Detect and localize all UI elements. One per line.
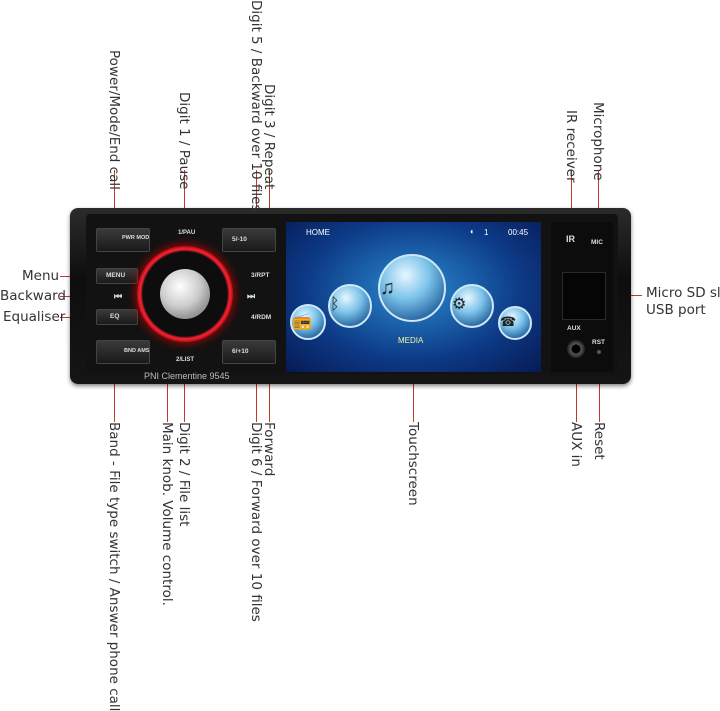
label-aux-in: AUX in bbox=[568, 422, 584, 467]
label-usb-port: USB port bbox=[646, 302, 706, 318]
label-micro-sd: Micro SD slot bbox=[646, 285, 720, 301]
media-label: MEDIA bbox=[398, 336, 424, 345]
digit5-button[interactable] bbox=[222, 228, 276, 252]
digit2-label: 2/LIST bbox=[176, 357, 195, 363]
label-reset: Reset bbox=[591, 422, 607, 460]
leader-digit5 bbox=[256, 170, 257, 232]
label-digit3: Digit 3 / Repeat bbox=[261, 84, 277, 190]
label-touchscreen: Touchscreen bbox=[405, 422, 421, 506]
label-main-knob: Main knob. Volume control. bbox=[159, 422, 175, 606]
label-forward: Forward bbox=[261, 422, 277, 477]
brightness-value: 1 bbox=[484, 228, 489, 237]
leader-power bbox=[114, 170, 115, 232]
label-ir-receiver: IR receiver bbox=[563, 110, 579, 183]
digit6-label: 6/+10 bbox=[232, 348, 249, 355]
settings-app-icon[interactable]: ⚙ bbox=[450, 284, 494, 328]
brightness-icon: ◐ bbox=[470, 227, 475, 236]
eq-label: EQ bbox=[110, 313, 120, 320]
radio-app-icon[interactable]: 📻 bbox=[290, 304, 326, 340]
label-menu: Menu bbox=[22, 268, 60, 284]
leader-digit2 bbox=[184, 362, 185, 422]
reset-button[interactable] bbox=[597, 350, 601, 354]
label-backward: Backward bbox=[0, 288, 66, 304]
eq-button[interactable] bbox=[96, 309, 138, 325]
model-name: PNI Clementine 9545 bbox=[144, 371, 230, 381]
label-equaliser: Equaliser bbox=[3, 309, 66, 325]
band-button[interactable] bbox=[96, 340, 150, 364]
leader-reset bbox=[599, 352, 600, 422]
phone-app-icon[interactable]: ☎ bbox=[498, 306, 532, 340]
leader-digit1 bbox=[184, 170, 185, 222]
leader-band bbox=[114, 350, 115, 422]
aux-jack[interactable] bbox=[567, 340, 585, 358]
digit1-label: 1/PAU bbox=[178, 230, 196, 236]
clock: 00:45 bbox=[508, 228, 529, 237]
menu-button[interactable] bbox=[96, 268, 138, 284]
leader-touch bbox=[413, 350, 414, 422]
label-microphone: Microphone bbox=[590, 102, 606, 181]
label-band: Band - File type switch / Answer phone c… bbox=[106, 422, 122, 711]
home-label[interactable]: HOME bbox=[306, 228, 330, 237]
aux-label: AUX bbox=[567, 325, 581, 332]
bluetooth-app-icon[interactable]: ᛒ bbox=[328, 284, 372, 328]
power-mode-button[interactable] bbox=[96, 228, 150, 252]
digit4-label: 4/RDM bbox=[251, 314, 272, 321]
power-mode-label: PWR MOD bbox=[122, 235, 150, 241]
leader-aux bbox=[576, 350, 577, 422]
digit6-button[interactable] bbox=[222, 340, 276, 364]
digit5-label: 5/-10 bbox=[232, 236, 247, 243]
mic-label: MIC bbox=[591, 239, 603, 246]
backward-label: ⏮ bbox=[114, 291, 123, 301]
label-digit6: Digit 6 / Forward over 10 files bbox=[248, 422, 264, 622]
menu-label: MENU bbox=[106, 272, 126, 279]
digit3-label: 3/RPT bbox=[251, 272, 270, 279]
label-power-mode: Power/Mode/End call bbox=[106, 50, 122, 190]
touchscreen[interactable]: HOME ◐ 1 00:45 📻 ᛒ ♫ ⚙ ☎ MEDIA bbox=[286, 222, 541, 372]
leader-mic bbox=[598, 170, 599, 242]
label-digit2: Digit 2 / File list bbox=[176, 422, 192, 527]
reset-label: RST bbox=[592, 339, 605, 346]
media-app-icon[interactable]: ♫ bbox=[378, 254, 446, 322]
ir-receiver-icon: IR bbox=[566, 234, 575, 244]
band-label: BND AMS bbox=[124, 348, 150, 354]
volume-knob[interactable] bbox=[160, 269, 210, 319]
label-digit1: Digit 1 / Pause bbox=[176, 92, 192, 190]
label-digit5: Digit 5 / Backward over 10 files bbox=[248, 0, 264, 212]
sd-usb-slot[interactable] bbox=[562, 272, 606, 320]
forward-label: ⏭ bbox=[247, 291, 256, 301]
leader-digit6 bbox=[256, 350, 257, 422]
leader-ir bbox=[571, 170, 572, 232]
